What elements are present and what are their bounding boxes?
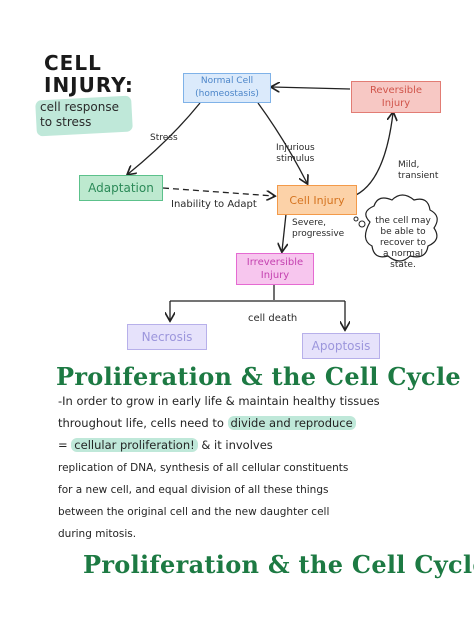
injurious-line-1: Injurious <box>276 143 315 153</box>
normal-cell-label: Normal Cell <box>200 76 254 86</box>
cloud-line-2: be able to <box>380 227 426 237</box>
thought-bubble-1 <box>358 220 366 228</box>
severe-label: Severe, progressive <box>292 218 344 240</box>
proliferation-paragraph: -In order to grow in early life & mainta… <box>58 390 458 456</box>
title-line-2: INJURY: <box>44 73 134 97</box>
necrosis-label: Necrosis <box>141 329 193 344</box>
normal-cell-sublabel: (homeostasis) <box>195 89 259 99</box>
normal-cell-box: Normal Cell (homeostasis) <box>183 73 271 103</box>
stress-label: Stress <box>150 133 178 143</box>
subtitle-line-1: cell response <box>40 100 119 114</box>
section-heading-2: Proliferation & the Cell Cycle <box>83 550 474 579</box>
adaptation-box: Adaptation <box>79 175 163 201</box>
title-line-1: CELL <box>44 51 102 75</box>
para-line-2: throughout life, cells need to divide an… <box>58 412 458 434</box>
para-line-2-text: throughout life, cells need to <box>58 416 228 430</box>
cell-death-label: cell death <box>248 313 298 324</box>
arrow-inability <box>162 187 274 196</box>
para-line-4: replication of DNA, synthesis of all cel… <box>58 462 349 474</box>
cell-injury-label: Cell Injury <box>289 193 345 207</box>
adaptation-label: Adaptation <box>88 180 154 195</box>
severe-line-1: Severe, <box>292 218 327 228</box>
para-line-3-prefix: = <box>58 438 72 452</box>
para-line-1: -In order to grow in early life & mainta… <box>58 394 380 408</box>
thought-cloud <box>364 194 438 262</box>
title-block: CELL INJURY: <box>44 52 154 96</box>
arrow-injurious <box>257 102 307 183</box>
para-line-5: for a new cell, and equal division of al… <box>58 484 329 496</box>
para-line-6: between the original cell and the new da… <box>58 506 330 518</box>
necrosis-box: Necrosis <box>127 324 207 350</box>
subtitle: cell response to stress <box>40 100 136 130</box>
cloud-note: the cell may be able to recover to a nor… <box>372 216 434 271</box>
diagram-arrows <box>0 0 438 380</box>
subtitle-line-2: to stress <box>40 115 92 129</box>
reversible-label-2: Injury <box>381 98 411 109</box>
mild-label: Mild, transient <box>398 160 438 182</box>
irreversible-label-2: Injury <box>260 270 290 281</box>
injurious-line-2: stimulus <box>276 154 315 164</box>
irreversible-label-1: Irreversible <box>246 257 304 268</box>
arrow-reversible-normal <box>272 87 351 89</box>
cloud-line-3: recover to <box>380 238 426 248</box>
injurious-label: Injurious stimulus <box>276 143 315 165</box>
para-line-3: = cellular proliferation! & it involves <box>58 434 458 456</box>
highlight-cellular-proliferation: cellular proliferation! <box>71 438 198 452</box>
cell-injury-box: Cell Injury <box>277 185 357 215</box>
inability-label: Inability to Adapt <box>171 199 257 210</box>
thought-bubble-2 <box>353 216 359 222</box>
proliferation-paragraph-cont: replication of DNA, synthesis of all cel… <box>58 458 458 546</box>
para-line-7: during mitosis. <box>58 528 137 540</box>
highlight-divide-reproduce: divide and reproduce <box>227 416 356 430</box>
mild-line-1: Mild, <box>398 160 420 170</box>
apoptosis-label: Apoptosis <box>311 338 371 353</box>
arrow-mild <box>355 113 393 196</box>
cloud-line-1: the cell may <box>375 216 431 226</box>
arrow-stress <box>128 102 201 174</box>
para-line-3-suffix: & it involves <box>197 438 273 452</box>
irreversible-injury-box: Irreversible Injury <box>236 253 314 285</box>
severe-line-2: progressive <box>292 229 345 239</box>
cloud-line-4: a normal state. <box>383 249 423 270</box>
reversible-injury-box: Reversible Injury <box>351 81 441 113</box>
reversible-label-1: Reversible <box>369 85 423 96</box>
mild-line-2: transient <box>398 171 439 181</box>
section-heading: Proliferation & the Cell Cycle <box>56 362 461 391</box>
arrow-severe <box>282 213 286 251</box>
apoptosis-box: Apoptosis <box>302 333 380 359</box>
